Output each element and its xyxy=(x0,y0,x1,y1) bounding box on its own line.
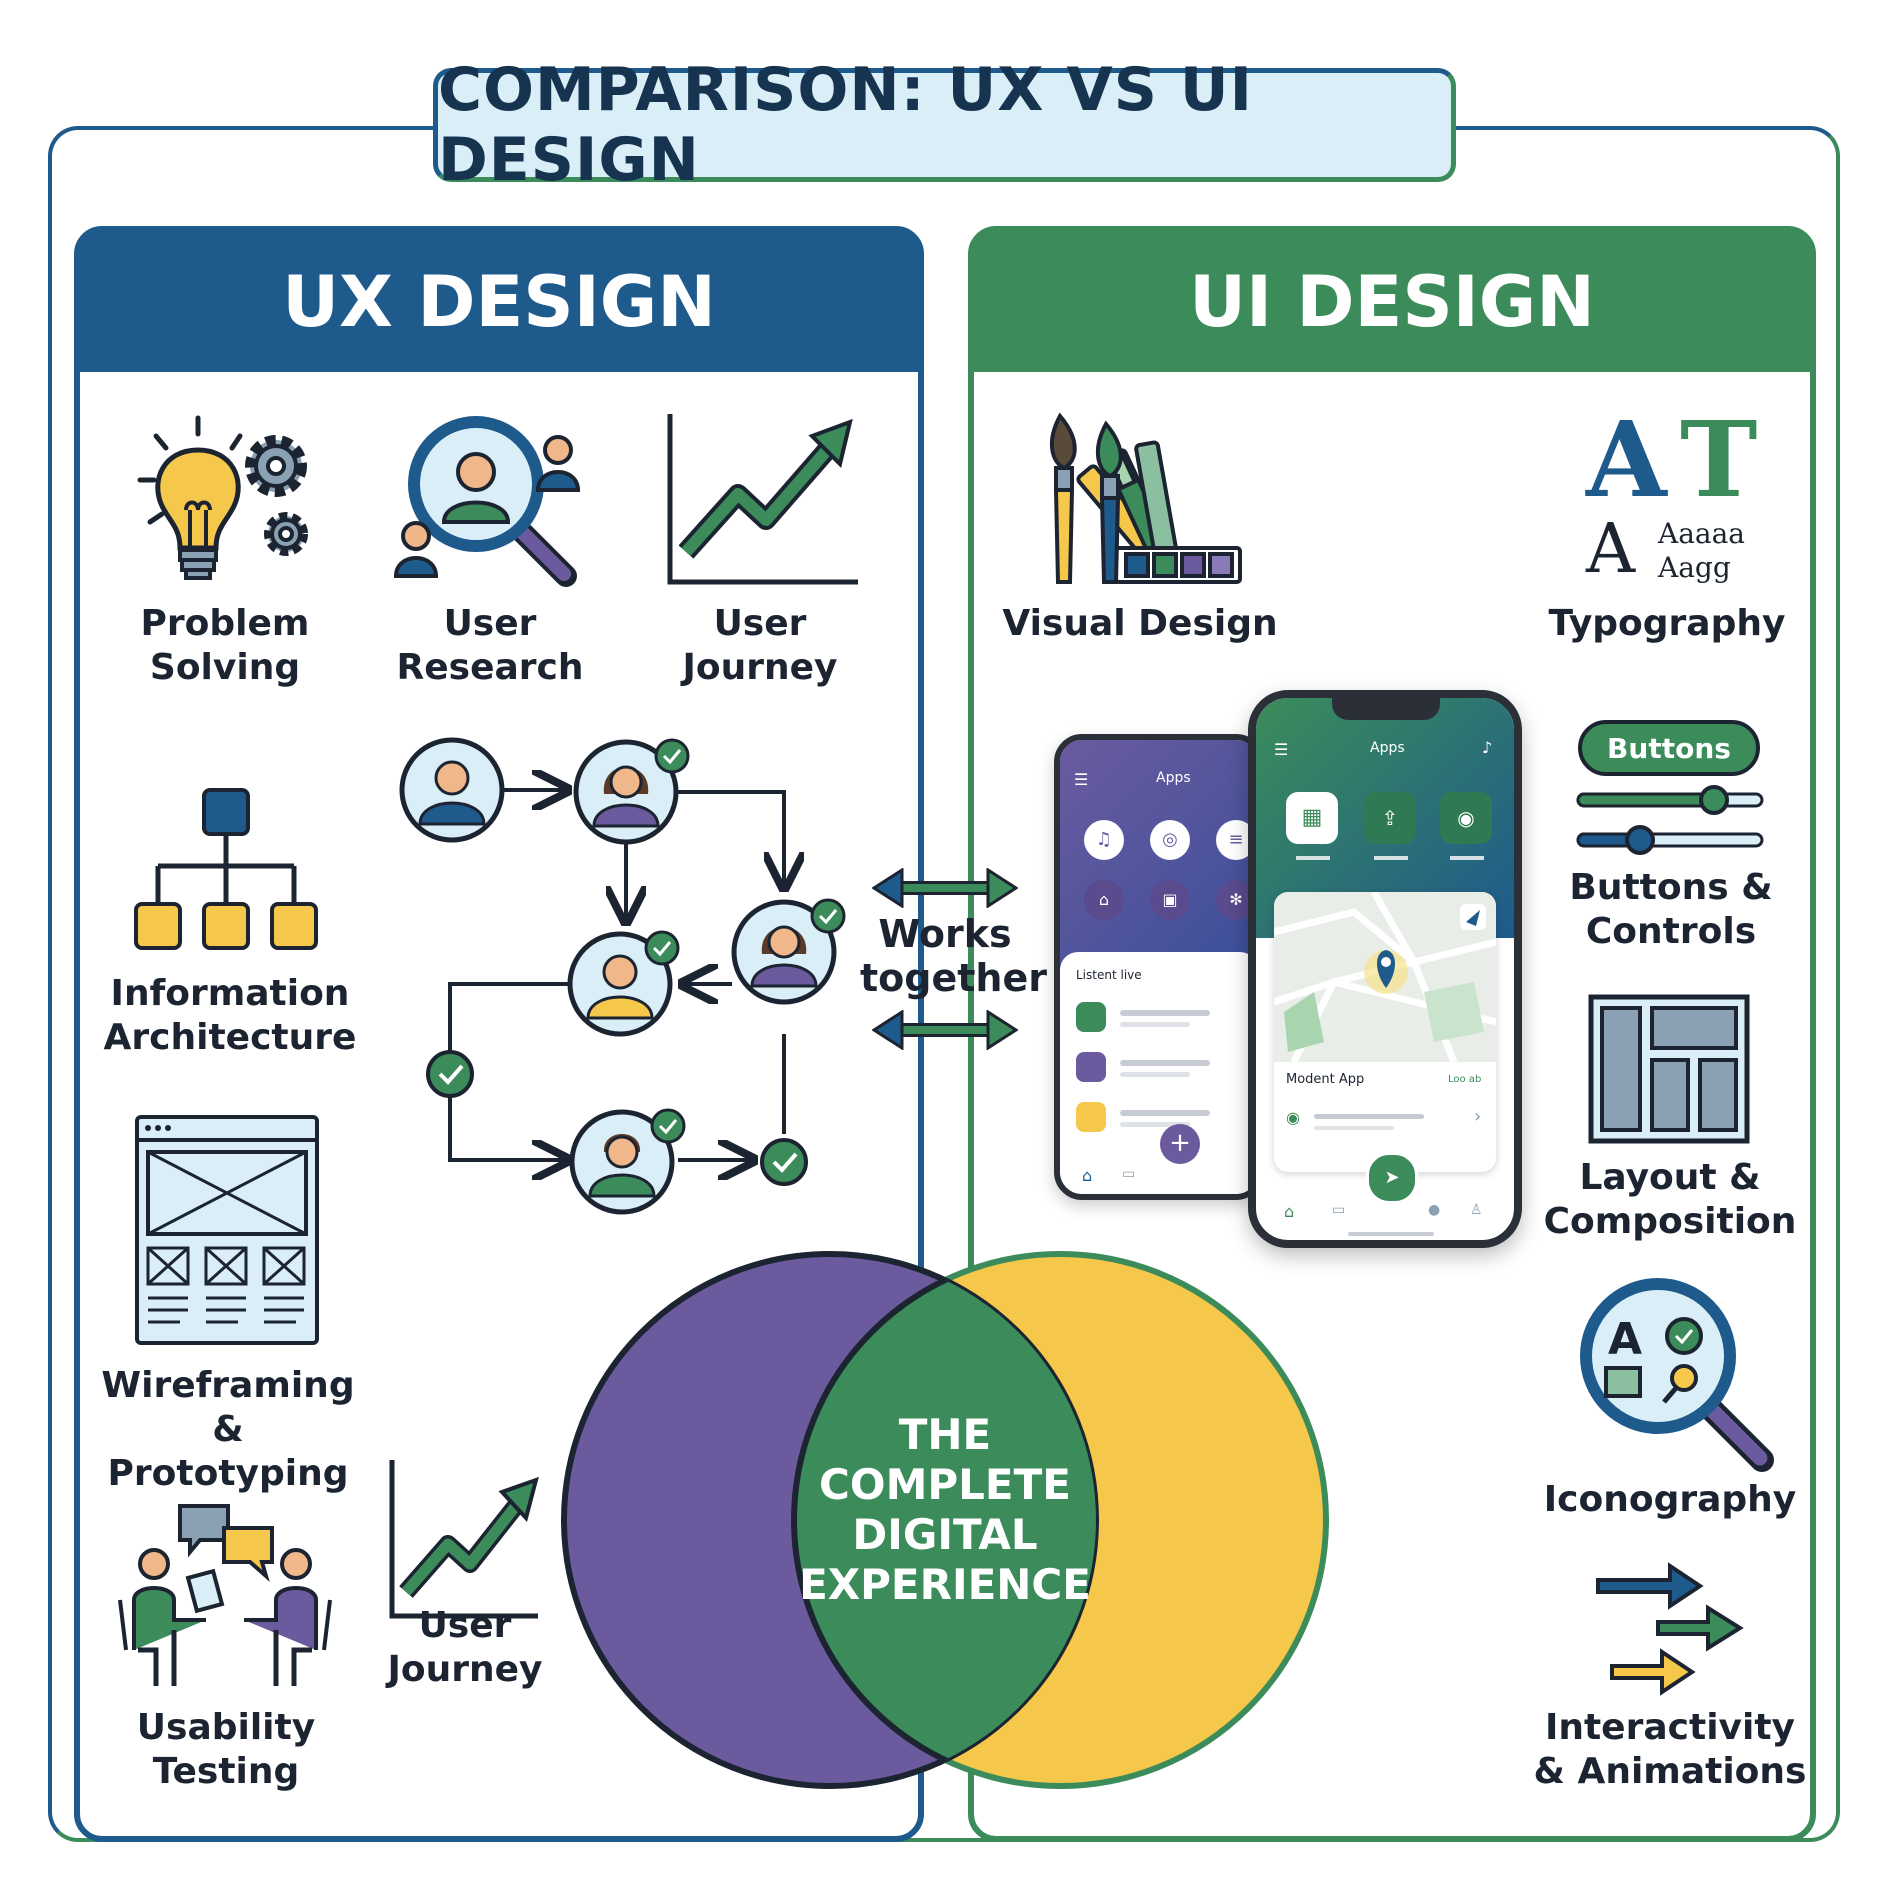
back-phone: ☰ Apps ♫ ◎ ≡ ⌂ ▣ ✻ Listent live + ⌂ ▭ xyxy=(1054,734,1264,1200)
front-phone-title: Apps xyxy=(1370,740,1405,756)
iconography-magnifier-icon: A xyxy=(1580,1278,1774,1472)
list-item-3-sub xyxy=(1120,1122,1190,1127)
photo-app-icon[interactable]: ▣ xyxy=(1150,880,1190,920)
qr-app-icon[interactable]: ▦ xyxy=(1286,792,1338,844)
venn-diagram xyxy=(561,1251,1329,1789)
list-item-3[interactable] xyxy=(1120,1110,1210,1116)
list-item-icon-1 xyxy=(1076,1002,1106,1032)
add-button[interactable]: + xyxy=(1160,1124,1200,1164)
user-flow-diagram xyxy=(399,737,846,1215)
usability-testing-icon xyxy=(118,1504,332,1686)
label-problem-solving: Problem Solving xyxy=(140,603,310,688)
card-line-sub xyxy=(1314,1126,1394,1130)
list-item-2[interactable] xyxy=(1120,1060,1210,1066)
app-label-line xyxy=(1374,856,1408,860)
svg-text:A: A xyxy=(1608,1314,1642,1365)
menu-icon-front[interactable]: ☰ xyxy=(1274,740,1289,759)
chevron-right-icon[interactable]: › xyxy=(1474,1106,1482,1127)
double-arrow-icon xyxy=(872,868,1018,908)
tab-icon[interactable]: ▭ xyxy=(1122,1166,1136,1182)
map-view[interactable] xyxy=(1274,892,1496,1062)
journey-chart-icon-2 xyxy=(389,1460,539,1619)
notification-icon[interactable]: ♪ xyxy=(1482,738,1493,757)
label-typography: Typography xyxy=(1548,603,1786,644)
front-phone: ☰ Apps ♪ ▦ ⇪ ◉ Modent App Loo ab ◉ › ➤ ⌂… xyxy=(1248,690,1522,1248)
page-title: COMPARISON: UX VS UI DESIGN xyxy=(433,55,1456,195)
menu-icon[interactable]: ☰ xyxy=(1074,770,1089,789)
home-tab-icon-front[interactable]: ⌂ xyxy=(1284,1202,1295,1221)
label-interactivity: Interactivity & Animations xyxy=(1533,1707,1807,1792)
list-item-1-sub xyxy=(1120,1022,1190,1027)
label-buttons-controls: Buttons & Controls xyxy=(1569,867,1773,952)
tab-icon-front[interactable]: ▭ xyxy=(1332,1202,1346,1218)
venn-center-text: THE COMPLETE DIGITAL EXPERIENCE xyxy=(799,1410,1091,1609)
label-user-journey-top: User Journey xyxy=(682,603,838,688)
layout-grid-icon xyxy=(1588,994,1750,1144)
camera-app-icon[interactable]: ◎ xyxy=(1150,820,1190,860)
label-layout-composition: Layout & Composition xyxy=(1543,1157,1797,1242)
paintbrush-palette-icon xyxy=(1049,412,1242,584)
list-item-icon-3 xyxy=(1076,1102,1106,1132)
lightbulb-gears-icon xyxy=(137,415,308,580)
profile-tab-icon[interactable]: ♙ xyxy=(1470,1202,1483,1218)
label-usability-testing: Usability Testing xyxy=(136,1707,316,1792)
label-information-architecture: Information Architecture xyxy=(103,973,357,1058)
animation-arrows-icon xyxy=(1596,1562,1744,1696)
location-pin-icon: ◉ xyxy=(1286,1108,1300,1127)
upload-app-icon[interactable]: ⇪ xyxy=(1364,792,1416,844)
wireframe-icon xyxy=(135,1115,319,1345)
journey-chart-icon xyxy=(667,414,858,585)
typography-icon: A T A Aaaaa Aagg xyxy=(1586,398,1758,589)
sample-button: Buttons xyxy=(1578,720,1760,776)
user-research-icon xyxy=(393,416,581,587)
venn-overlap xyxy=(794,1254,1096,1786)
phone-notch xyxy=(1332,698,1440,720)
label-wireframing: Wireframing & Prototyping xyxy=(101,1365,355,1494)
home-indicator xyxy=(1348,1232,1434,1236)
double-arrow-icon-2 xyxy=(872,1010,1018,1050)
list-item-icon-2 xyxy=(1076,1052,1106,1082)
home-tab-icon[interactable]: ⌂ xyxy=(1082,1166,1093,1185)
sitemap-icon xyxy=(134,788,318,950)
works-together-label: Works together xyxy=(860,912,1047,1000)
card-title: Modent App xyxy=(1286,1072,1365,1087)
list-item-2-sub xyxy=(1120,1072,1190,1077)
back-phone-title: Apps xyxy=(1156,770,1191,786)
ui-header: UI DESIGN xyxy=(974,232,1810,372)
navigate-button[interactable]: ➤ xyxy=(1366,1152,1418,1204)
list-title: Listent live xyxy=(1076,968,1142,982)
label-user-research: User Research xyxy=(396,603,584,688)
list-item-1[interactable] xyxy=(1120,1010,1210,1016)
home-app-icon[interactable]: ⌂ xyxy=(1084,880,1124,920)
card-line xyxy=(1314,1114,1424,1119)
location-app-icon[interactable]: ◉ xyxy=(1440,792,1492,844)
app-label-line xyxy=(1450,856,1484,860)
label-visual-design: Visual Design xyxy=(1002,603,1278,644)
tab-icon-front-2[interactable]: ● xyxy=(1428,1202,1441,1218)
ux-header: UX DESIGN xyxy=(80,232,918,372)
music-app-icon[interactable]: ♫ xyxy=(1084,820,1124,860)
map-card[interactable]: Modent App Loo ab ◉ › xyxy=(1274,892,1496,1172)
label-iconography: Iconography xyxy=(1543,1479,1797,1520)
label-user-journey-bottom: User Journey xyxy=(387,1605,543,1690)
card-link[interactable]: Loo ab xyxy=(1448,1074,1482,1085)
slider-controls-icon xyxy=(1576,785,1764,855)
app-label-line xyxy=(1296,856,1330,860)
